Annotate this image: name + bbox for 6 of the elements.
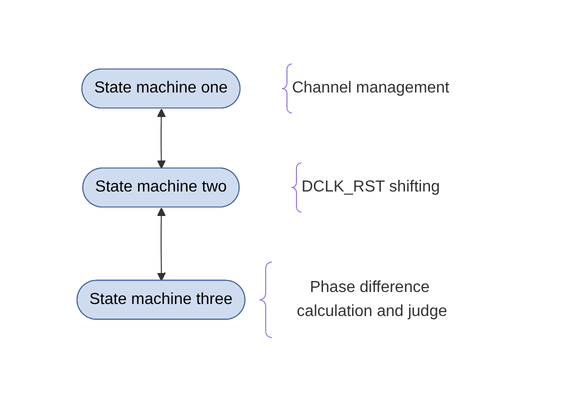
state-ellipse: State machine two: [82, 167, 240, 208]
brace-note: Phase difference calculation and judge: [258, 261, 448, 338]
state-ellipse: State machine one: [81, 68, 241, 108]
brace-note: Channel management: [281, 63, 450, 114]
state-ellipse: State machine three: [76, 279, 246, 320]
brace-note: DCLK_RST shifting: [290, 162, 440, 212]
